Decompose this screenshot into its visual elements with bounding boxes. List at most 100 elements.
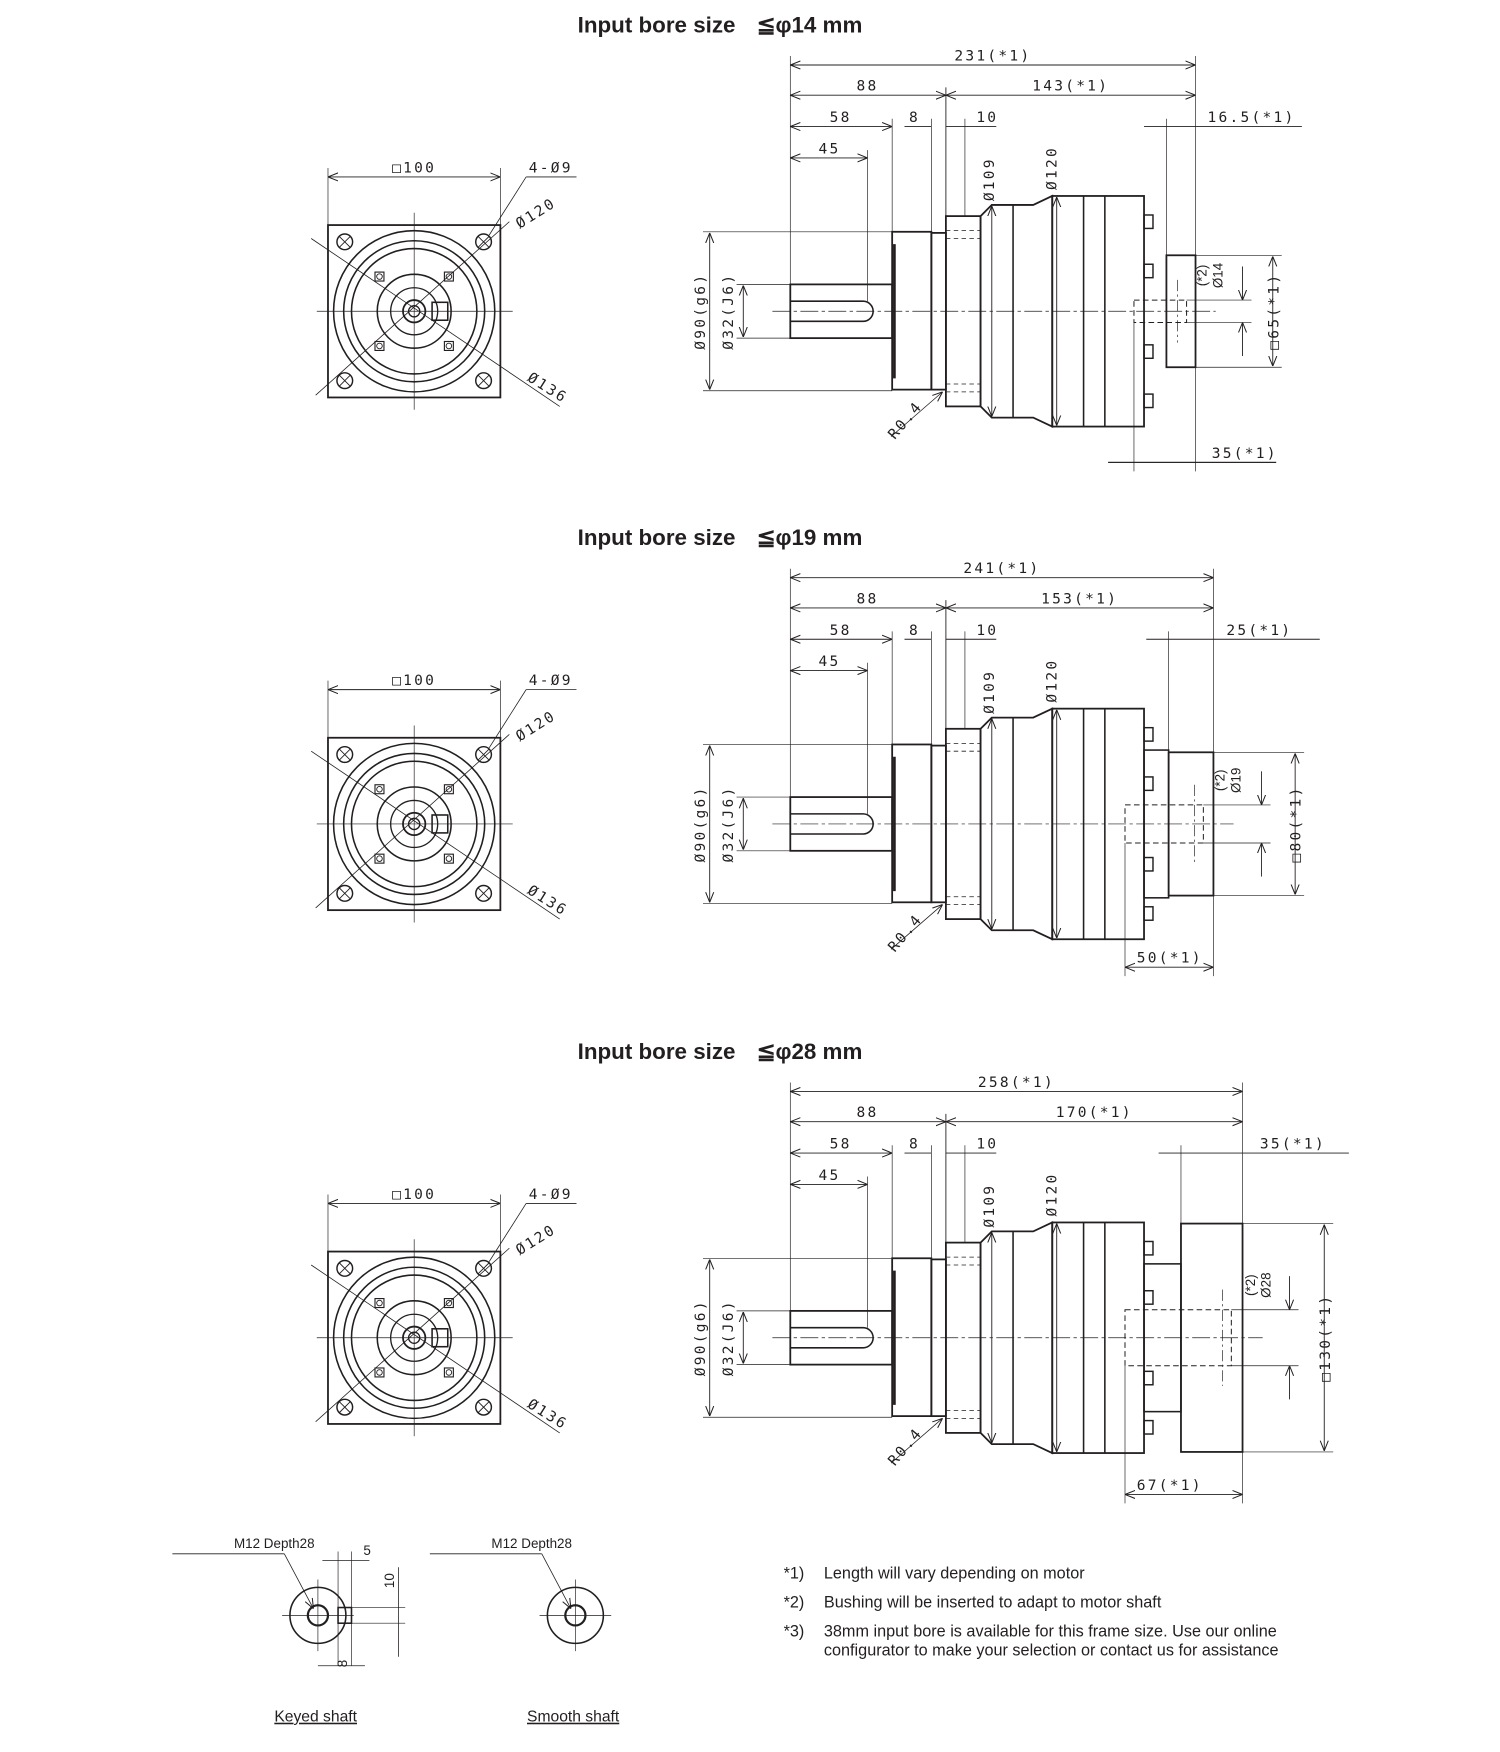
square-dimension-label: □100 — [392, 672, 436, 689]
hole-cross — [477, 235, 490, 248]
inner-bolt-hole — [445, 1369, 453, 1376]
notes-block: *1) Length will vary depending on motor *… — [783, 1565, 1310, 1661]
section-title: Input bore size — [578, 13, 736, 38]
pilot-label: □80(*1) — [1288, 785, 1305, 862]
adapter-bolt-head — [1143, 344, 1154, 360]
bore-note-label: (*2) — [1213, 769, 1228, 791]
note-marker: *3) — [783, 1623, 805, 1642]
note-marker: *2) — [783, 1594, 805, 1613]
note-text: 38mm input bore is available for this fr… — [823, 1623, 1279, 1661]
holes-leader — [488, 176, 527, 236]
hole-cross — [477, 887, 490, 900]
holes-leader — [488, 1203, 527, 1262]
leader-line-diameter — [315, 1247, 510, 1423]
motor-side-length-label: 153(*1) — [1041, 590, 1118, 607]
bore-size-label: ≦φ19 mm — [757, 525, 863, 550]
d5-label: 5 — [363, 1543, 370, 1558]
d58-label: 58 — [830, 109, 852, 126]
mounting-hole — [336, 745, 354, 764]
mounting-hole — [475, 233, 493, 251]
leader-line-diameter — [315, 221, 510, 396]
inner-bolt-hole — [376, 273, 383, 280]
hole-cross — [338, 748, 351, 761]
d88-label: 88 — [857, 1104, 879, 1121]
holes-label: 4-Ø9 — [529, 1186, 573, 1203]
adapter-bolt-head — [1143, 1290, 1154, 1305]
inner-bolt-hole — [376, 1299, 383, 1307]
pilot-label: □65(*1) — [1265, 273, 1282, 350]
mounting-hole — [475, 745, 493, 764]
leader-line-diameter — [310, 238, 560, 407]
d58-label: 58 — [830, 622, 852, 639]
d109-label: Ø109 — [981, 157, 998, 201]
inner-bolt-square — [374, 340, 385, 351]
inner-bolt-hole — [376, 1369, 383, 1376]
section-title: Input bore size — [578, 525, 736, 550]
r04-leader — [890, 1418, 942, 1464]
d32-label: Ø32(J6) — [720, 273, 737, 350]
hole-cross — [477, 374, 490, 387]
mounting-hole — [475, 884, 493, 902]
d32-label: Ø32(J6) — [720, 785, 737, 862]
callout-leader — [283, 1553, 313, 1609]
adapter-bolt-head — [1143, 1370, 1154, 1386]
inner-bolt-hole — [445, 1299, 453, 1307]
hole-cross — [477, 1401, 490, 1414]
d109-label: Ø109 — [981, 670, 998, 714]
d45-label: 45 — [818, 653, 840, 670]
mounting-hole — [475, 1398, 493, 1416]
hole-cross — [338, 235, 351, 248]
r04-label: R0.4 — [885, 398, 926, 443]
d120-label: Ø120 — [1044, 1172, 1061, 1216]
inner-bolt-square — [443, 784, 454, 795]
leader-line-diameter — [315, 734, 510, 909]
inner-bolt-hole — [445, 342, 453, 350]
adapter-bolt-head — [1143, 776, 1154, 792]
note-1: *1) Length will vary depending on motor — [784, 1565, 1310, 1584]
note-text: Length will vary depending on motor — [823, 1564, 1085, 1583]
shaft-type-caption: Smooth shaft — [527, 1709, 620, 1726]
note-text: Bushing will be inserted to adapt to mot… — [823, 1594, 1162, 1613]
square-dimension-label: □100 — [392, 159, 436, 176]
mounting-hole — [336, 1259, 354, 1277]
inner-bolt-hole — [376, 855, 383, 862]
outer-diameter-label: Ø136 — [524, 369, 570, 407]
adapter-length-label: 25(*1) — [1226, 622, 1292, 639]
holes-leader — [488, 689, 527, 749]
bore-diameter-label: Ø28 — [1259, 1272, 1274, 1297]
thread-callout-label: M12 Depth28 — [234, 1536, 315, 1551]
inner-bolt-square — [443, 1367, 454, 1378]
r04-leader — [890, 905, 942, 950]
pilot-flange — [891, 230, 933, 391]
adapter-length-label: 16.5(*1) — [1208, 109, 1296, 126]
hole-cross — [338, 374, 351, 387]
d88-label: 88 — [857, 78, 879, 95]
motor-side-length-label: 170(*1) — [1056, 1104, 1133, 1121]
bore-note-label: (*2) — [1243, 1274, 1258, 1296]
bore-diameter-label: Ø14 — [1210, 262, 1225, 288]
r04-leader — [890, 392, 942, 437]
hole-cross — [338, 1262, 351, 1275]
inner-bolt-hole — [445, 785, 453, 793]
hole-cross — [338, 887, 351, 900]
adapter-length-label: 35(*1) — [1260, 1136, 1326, 1153]
motor-side-length-label: 143(*1) — [1032, 78, 1109, 95]
adapter-bolt-head — [1143, 906, 1154, 921]
inner-bolt-square — [443, 853, 454, 864]
note-3: *3) 38mm input bore is available for this… — [784, 1623, 1310, 1661]
d10-label: 10 — [976, 622, 998, 639]
r04-label: R0.4 — [885, 911, 926, 956]
outer-diameter-label: Ø136 — [524, 882, 570, 920]
mounting-hole — [475, 1259, 493, 1277]
hole-cross — [477, 1262, 490, 1275]
adapter-bolt-head — [1143, 263, 1154, 279]
d58-label: 58 — [830, 1136, 852, 1153]
d120-label: Ø120 — [1044, 659, 1061, 703]
mounting-hole — [336, 372, 354, 390]
bore-size-label: ≦φ14 mm — [757, 13, 863, 38]
d90-label: Ø90(g6) — [692, 785, 709, 862]
square-dimension-label: □100 — [392, 1186, 436, 1203]
adapter-bolt-head — [1143, 393, 1154, 409]
note-marker: *1) — [783, 1564, 805, 1583]
mounting-hole — [475, 372, 493, 390]
